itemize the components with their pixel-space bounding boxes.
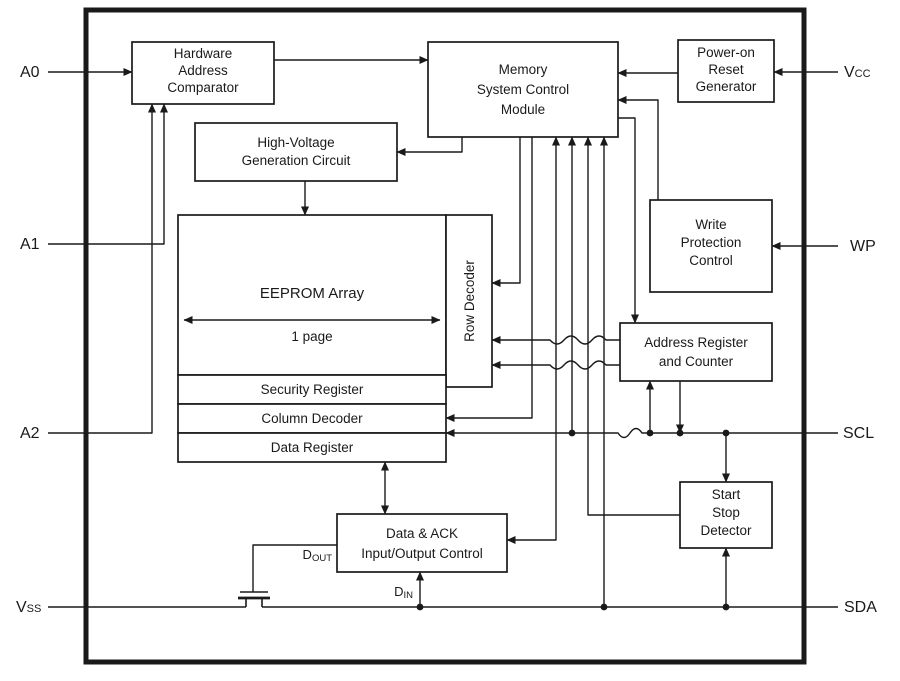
write-protection-box bbox=[649, 199, 773, 293]
high-voltage-label: Generation Circuit bbox=[242, 153, 351, 168]
block-write-protection-control: Write Protection Control bbox=[649, 199, 773, 293]
pin-label-a1: A1 bbox=[20, 236, 40, 253]
block-address-register-counter: Address Register and Counter bbox=[619, 322, 773, 382]
write-protection-label: Protection bbox=[681, 235, 742, 250]
wire-a1 bbox=[48, 103, 168, 245]
hardware-address-comparator-label: Comparator bbox=[167, 80, 239, 95]
memory-system-control-box bbox=[427, 41, 619, 138]
scl-rail bbox=[445, 427, 838, 439]
power-on-reset-box bbox=[677, 39, 775, 103]
eeprom-array-title: EEPROM Array bbox=[260, 285, 365, 302]
pin-label-vss: VSS bbox=[16, 599, 41, 616]
wavy-addr-to-row-decoder-1 bbox=[491, 335, 620, 345]
power-on-reset-label: Reset bbox=[708, 62, 744, 77]
data-register-label: Data Register bbox=[271, 440, 354, 455]
hardware-address-comparator-label: Address bbox=[178, 63, 228, 78]
high-voltage-label: High-Voltage bbox=[257, 135, 334, 150]
block-row-decoder: Row Decoder bbox=[445, 214, 493, 388]
junction-dot bbox=[722, 429, 730, 437]
din-base: D bbox=[394, 584, 403, 599]
junction-dot bbox=[568, 429, 576, 437]
security-register-box bbox=[177, 374, 447, 405]
vcc-base: V bbox=[844, 64, 855, 81]
memory-system-control-label: System Control bbox=[477, 82, 569, 97]
block-hardware-address-comparator: Hardware Address Comparator bbox=[131, 41, 275, 105]
data-ack-io-label: Data & ACK bbox=[386, 526, 458, 541]
memory-system-control-label: Module bbox=[501, 102, 545, 117]
power-on-reset-label: Generator bbox=[696, 79, 757, 94]
dout-sub: OUT bbox=[312, 553, 332, 564]
wire-wpc-to-mscm bbox=[617, 96, 659, 200]
wire-mscm-to-row-decoder bbox=[491, 137, 521, 287]
block-start-stop-detector: Start Stop Detector bbox=[679, 481, 773, 549]
start-stop-detector-label: Detector bbox=[700, 523, 752, 538]
junction-dot bbox=[416, 603, 424, 611]
wire-startstop-to-mscm bbox=[584, 136, 680, 516]
block-eeprom-array: EEPROM Array 1 page bbox=[177, 214, 447, 376]
wire-mscm-to-hv bbox=[396, 137, 463, 156]
wire-dout-gate bbox=[252, 544, 337, 592]
junction-dot bbox=[600, 603, 608, 611]
block-security-register: Security Register bbox=[177, 374, 447, 405]
write-protection-label: Write bbox=[695, 217, 726, 232]
junction-dot bbox=[676, 429, 684, 437]
start-stop-detector-label: Start bbox=[712, 487, 741, 502]
signal-label-din: DIN bbox=[394, 584, 413, 601]
power-on-reset-label: Power-on bbox=[697, 45, 755, 60]
block-high-voltage-generation-circuit: High-Voltage Generation Circuit bbox=[194, 122, 398, 182]
block-data-ack-io-control: Data & ACK Input/Output Control bbox=[336, 513, 508, 573]
pin-label-a2: A2 bbox=[20, 425, 40, 442]
block-data-register: Data Register bbox=[177, 432, 447, 463]
wavy-addr-to-row-decoder-2 bbox=[491, 360, 620, 370]
start-stop-detector-label: Stop bbox=[712, 505, 740, 520]
signal-label-dout: DOUT bbox=[303, 547, 333, 564]
pin-label-sda: SDA bbox=[844, 599, 877, 616]
vcc-sub: CC bbox=[855, 68, 871, 80]
block-column-decoder: Column Decoder bbox=[177, 403, 447, 434]
address-register-box bbox=[619, 322, 773, 382]
vss-sub: SS bbox=[27, 603, 42, 615]
junction-dot bbox=[722, 603, 730, 611]
wire-dack-mscm-bidirectional bbox=[506, 136, 560, 544]
vss-base: V bbox=[16, 599, 27, 616]
pin-label-a0: A0 bbox=[20, 64, 40, 81]
block-memory-system-control-module: Memory System Control Module bbox=[427, 41, 619, 138]
data-ack-io-label: Input/Output Control bbox=[361, 546, 483, 561]
memory-system-control-label: Memory bbox=[499, 62, 548, 77]
address-register-label: and Counter bbox=[659, 354, 734, 369]
row-decoder-box bbox=[445, 214, 493, 388]
block-power-on-reset-generator: Power-on Reset Generator bbox=[677, 39, 775, 103]
pin-label-scl: SCL bbox=[843, 425, 874, 442]
hardware-address-comparator-box bbox=[131, 41, 275, 105]
din-sub: IN bbox=[404, 590, 414, 601]
write-protection-label: Control bbox=[689, 253, 733, 268]
wire-a2 bbox=[48, 103, 156, 434]
data-ack-io-box bbox=[336, 513, 508, 573]
security-register-label: Security Register bbox=[261, 382, 364, 397]
high-voltage-box bbox=[194, 122, 398, 182]
dout-base: D bbox=[303, 547, 312, 562]
data-register-box bbox=[177, 432, 447, 463]
hardware-address-comparator-label: Hardware bbox=[174, 46, 233, 61]
eeprom-array-box bbox=[177, 214, 447, 376]
eeprom-page-label: 1 page bbox=[291, 329, 332, 344]
column-decoder-box bbox=[177, 403, 447, 434]
address-register-label: Address Register bbox=[644, 335, 748, 350]
start-stop-detector-box bbox=[679, 481, 773, 549]
chip-boundary bbox=[83, 7, 807, 665]
row-decoder-label: Row Decoder bbox=[462, 260, 477, 342]
pin-label-wp: WP bbox=[850, 238, 876, 255]
column-decoder-label: Column Decoder bbox=[261, 411, 363, 426]
pin-label-vcc: VCC bbox=[844, 64, 871, 81]
wire-mscm-to-addr bbox=[618, 117, 639, 324]
junction-dot bbox=[646, 429, 654, 437]
